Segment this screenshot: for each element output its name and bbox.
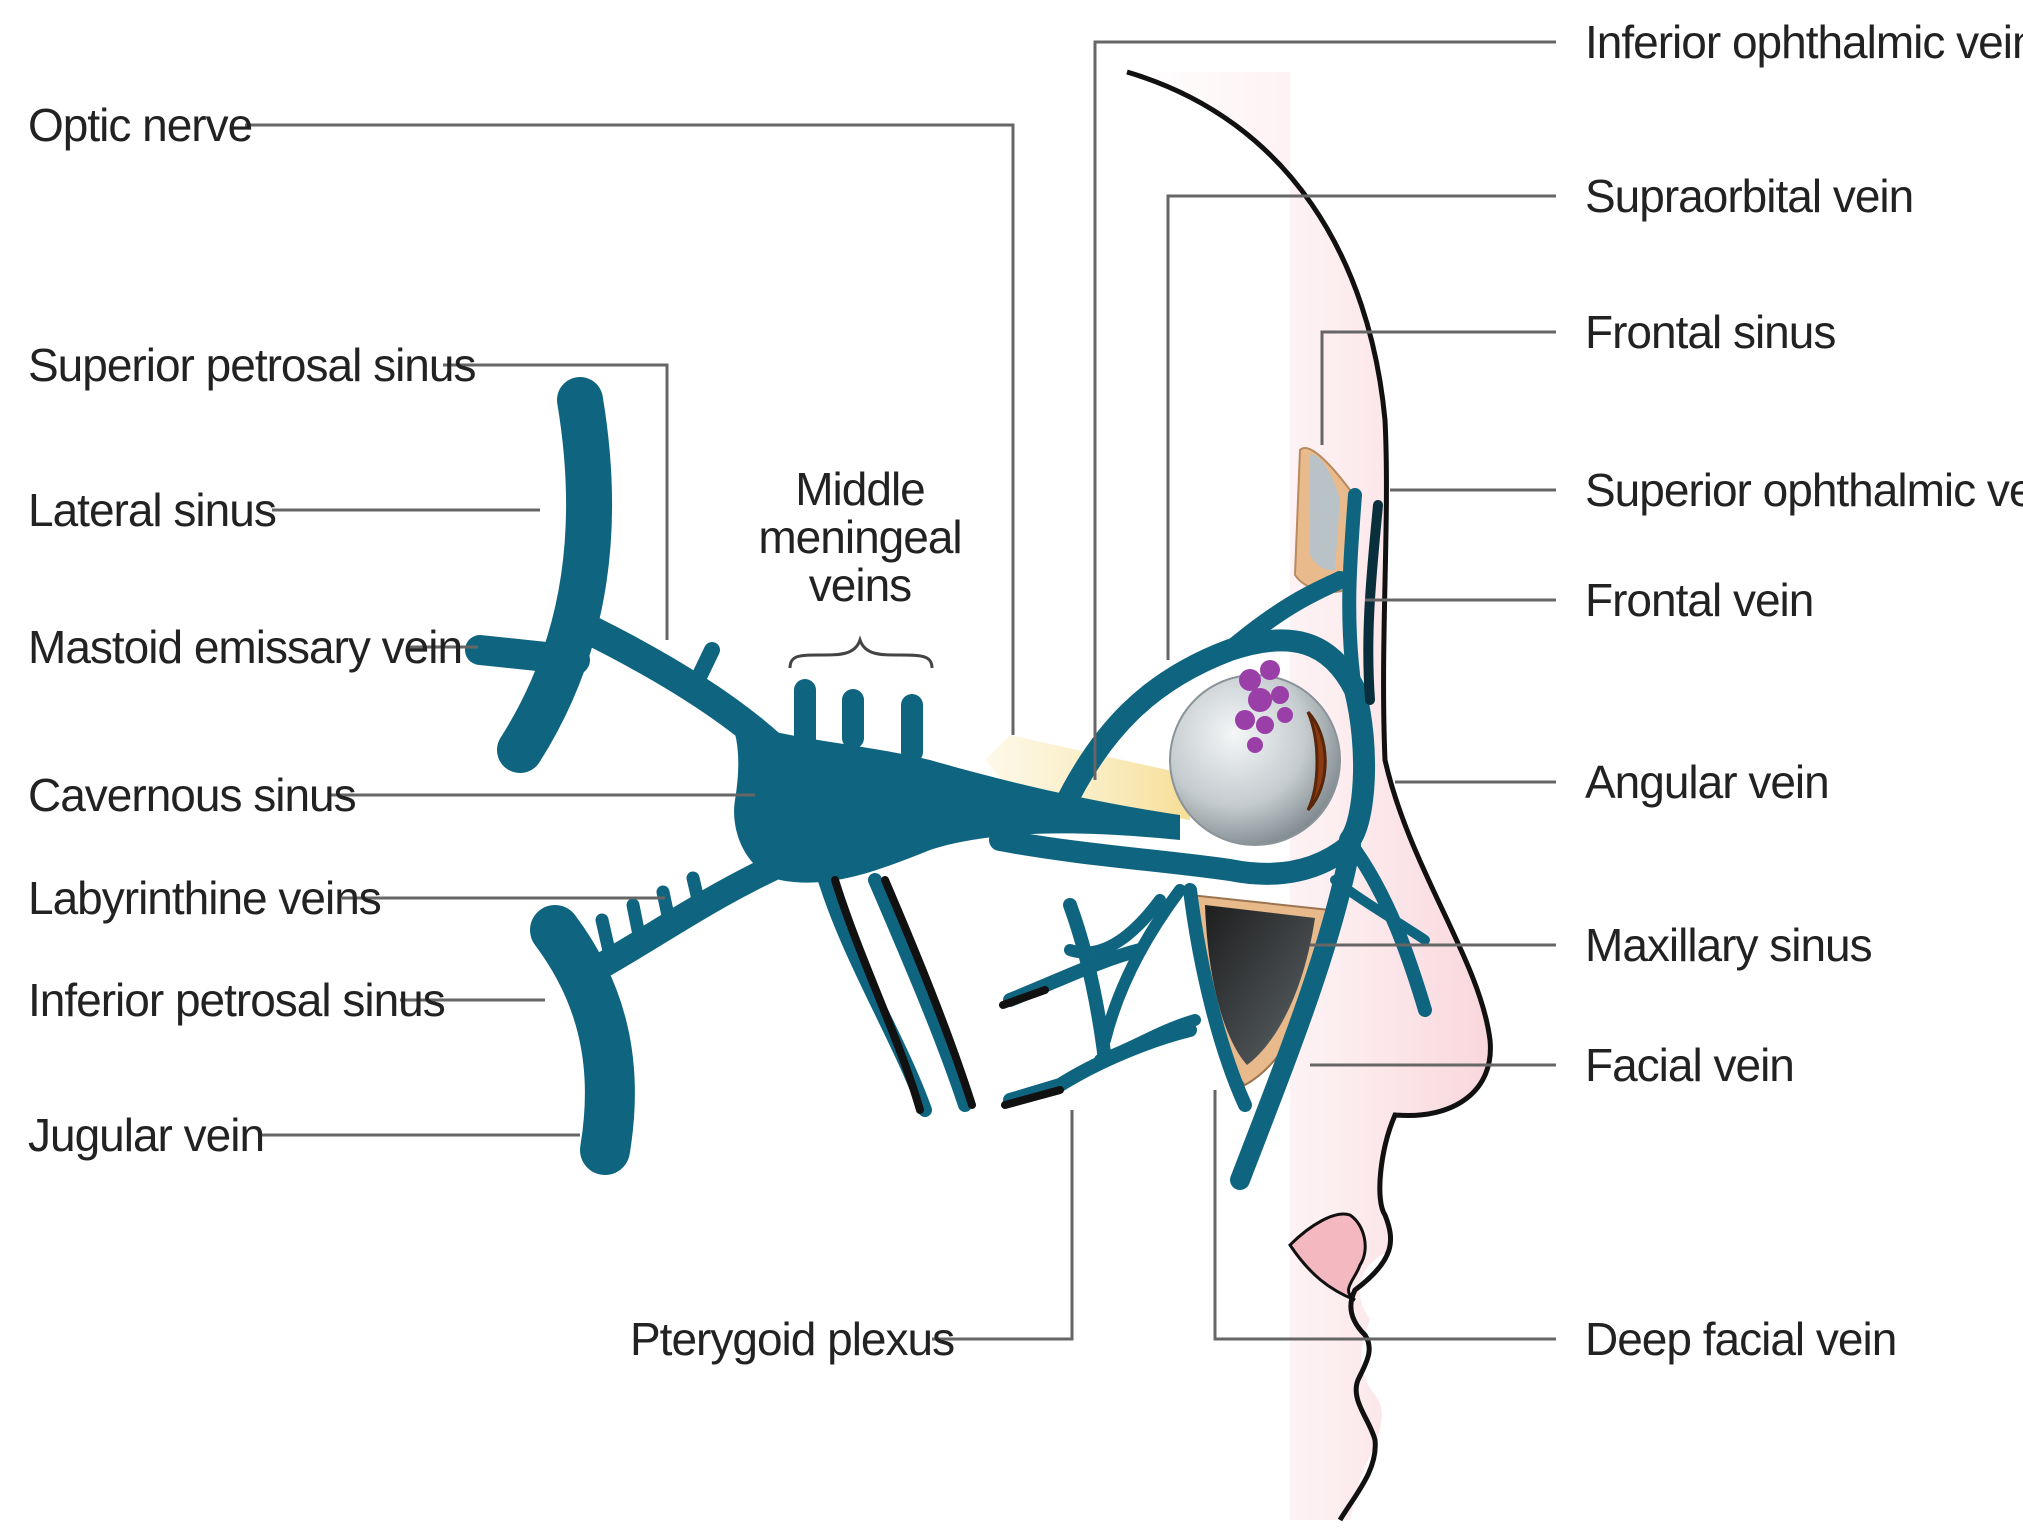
label-superior-petrosal-sinus: Superior petrosal sinus <box>28 339 475 391</box>
lacrimal-gland <box>1235 660 1293 753</box>
label-maxillary-sinus: Maxillary sinus <box>1585 919 1872 971</box>
inferior-ophthalmic-vein <box>989 829 1361 885</box>
maxillary-sinus-cavity <box>1205 905 1315 1065</box>
dark-vessels <box>831 876 1064 1114</box>
frontal-sinus-cavity <box>1310 454 1340 571</box>
labels-left: Optic nerve Superior petrosal sinus Late… <box>28 99 476 1161</box>
label-inferior-petrosal-sinus: Inferior petrosal sinus <box>28 974 445 1026</box>
leader-lines <box>245 40 1556 1341</box>
label-pterygoid-plexus: Pterygoid plexus <box>630 1313 954 1365</box>
labels-right: Inferior ophthalmic vein Supraorbital ve… <box>1585 16 2023 1365</box>
label-middle-meningeal-line1: Middle <box>795 463 925 515</box>
label-jugular-vein: Jugular vein <box>28 1109 264 1161</box>
label-superior-ophthalmic-vein: Superior ophthalmic vein <box>1585 464 2023 516</box>
iris <box>1306 710 1327 812</box>
label-inferior-ophthalmic-vein: Inferior ophthalmic vein <box>1585 16 2023 68</box>
label-angular-vein: Angular vein <box>1585 756 1829 808</box>
frontal-vein <box>1342 488 1362 697</box>
lateral-sinus-vein <box>497 377 613 773</box>
label-labyrinthine-veins: Labyrinthine veins <box>28 872 381 924</box>
cavernous-sinus-body <box>730 720 1180 883</box>
label-facial-vein: Facial vein <box>1585 1039 1794 1091</box>
label-mastoid-emissary-vein: Mastoid emissary vein <box>28 621 462 673</box>
label-middle-meningeal-veins: Middle meningeal veins <box>758 463 962 611</box>
mastoid-emissary-stub <box>465 635 590 675</box>
deep-facial-vein <box>1183 883 1252 1112</box>
label-lateral-sinus: Lateral sinus <box>28 484 276 536</box>
label-supraorbital-vein: Supraorbital vein <box>1585 170 1913 222</box>
lips <box>1288 1212 1367 1302</box>
jugular-vein-bar <box>530 905 635 1175</box>
label-frontal-vein: Frontal vein <box>1585 574 1813 626</box>
face-outline <box>1126 69 1493 1522</box>
label-middle-meningeal-line2: meningeal <box>758 511 961 563</box>
label-cavernous-sinus: Cavernous sinus <box>28 769 356 821</box>
superior-ophthalmic-vein <box>1049 629 1376 851</box>
label-optic-nerve: Optic nerve <box>28 99 252 151</box>
vein-network <box>465 377 1432 1190</box>
label-middle-meningeal-line3: veins <box>809 559 911 611</box>
label-deep-facial-vein: Deep facial vein <box>1585 1313 1896 1365</box>
label-frontal-sinus: Frontal sinus <box>1585 306 1835 358</box>
